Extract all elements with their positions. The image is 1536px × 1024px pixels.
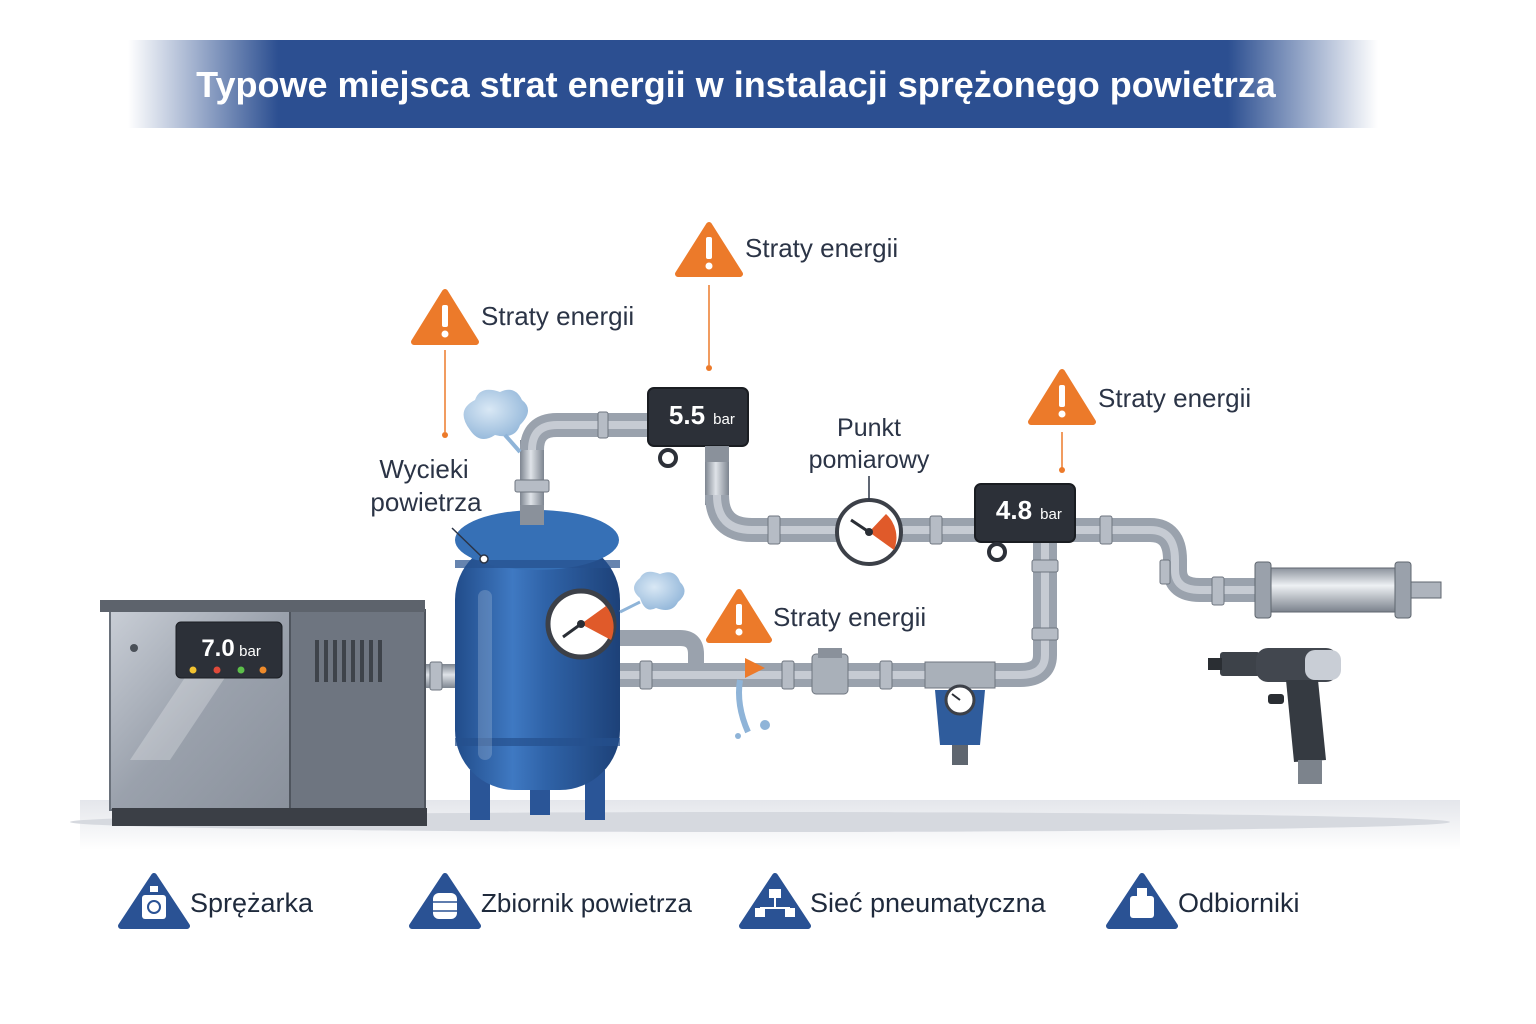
compressor-pressure-value: 7.0	[201, 635, 234, 662]
leaks-label: Wycieki powietrza	[370, 454, 489, 564]
compressor-pressure-unit: bar	[239, 643, 261, 660]
right-pressure-value: 4.8	[996, 495, 1032, 525]
leak-drip	[735, 658, 770, 739]
warning-marker-1: Straty energii	[411, 289, 634, 438]
legend-item-compressor: Sprężarka	[118, 873, 314, 929]
tank-icon	[409, 873, 481, 929]
warning-marker-4: Straty energii	[706, 589, 926, 643]
warning-icon	[736, 604, 742, 625]
warning-marker-2: Straty energii	[675, 222, 898, 371]
legend-label-consumers: Odbiorniki	[1178, 888, 1300, 918]
warning-icon	[1059, 385, 1065, 407]
legend-label-tank: Zbiornik powietrza	[481, 888, 693, 918]
warning-marker-3: Straty energii	[1028, 369, 1251, 473]
measurement-label-line2: pomiarowy	[809, 446, 930, 474]
legend-label-network: Sieć pneumatyczna	[810, 888, 1047, 918]
compressor-icon	[118, 873, 190, 929]
impact-wrench	[1208, 648, 1341, 784]
compressor-display: 7.0 bar	[175, 621, 283, 679]
upper-pressure-unit: bar	[713, 411, 735, 428]
leaks-label-line2: powietrza	[370, 487, 482, 517]
legend-item-network: Sieć pneumatyczna	[739, 873, 1047, 929]
air-filter	[924, 661, 996, 765]
upper-pressure-value: 5.5	[669, 400, 705, 430]
leaks-label-line1: Wycieki	[379, 454, 468, 484]
warning-label-1: Straty energii	[481, 301, 634, 331]
warning-icon	[442, 305, 448, 327]
measurement-label: Punkt pomiarowy	[809, 414, 930, 474]
pressure-display-upper: 5.5 bar	[647, 387, 749, 468]
leak-cloud-top	[463, 389, 529, 454]
leak-cloud-gauge	[619, 571, 685, 614]
legend-item-consumers: Odbiorniki	[1106, 873, 1300, 929]
tank-pressure-gauge	[545, 588, 617, 660]
air-tank	[455, 505, 620, 820]
title-banner: Typowe miejsca strat energii w instalacj…	[128, 40, 1378, 128]
consumers-icon	[1106, 873, 1178, 929]
legend: Sprężarka Zbiornik powietrza Sieć pneuma…	[118, 873, 1300, 929]
right-pressure-unit: bar	[1040, 506, 1062, 523]
compressor: 7.0 bar	[100, 600, 427, 826]
warning-label-2: Straty energii	[745, 233, 898, 263]
pneumatic-cylinder	[1254, 561, 1442, 619]
measurement-gauge	[835, 476, 903, 566]
page-title: Typowe miejsca strat energii w instalacj…	[196, 64, 1277, 105]
legend-label-compressor: Sprężarka	[190, 888, 314, 918]
network-icon	[739, 873, 811, 929]
warning-icon	[706, 237, 712, 259]
measurement-label-line1: Punkt	[837, 414, 901, 442]
pressure-display-right: 4.8 bar	[974, 483, 1076, 562]
compressor-vent	[315, 640, 382, 682]
warning-label-4: Straty energii	[773, 602, 926, 632]
warning-label-3: Straty energii	[1098, 383, 1251, 413]
legend-item-tank: Zbiornik powietrza	[409, 873, 693, 929]
